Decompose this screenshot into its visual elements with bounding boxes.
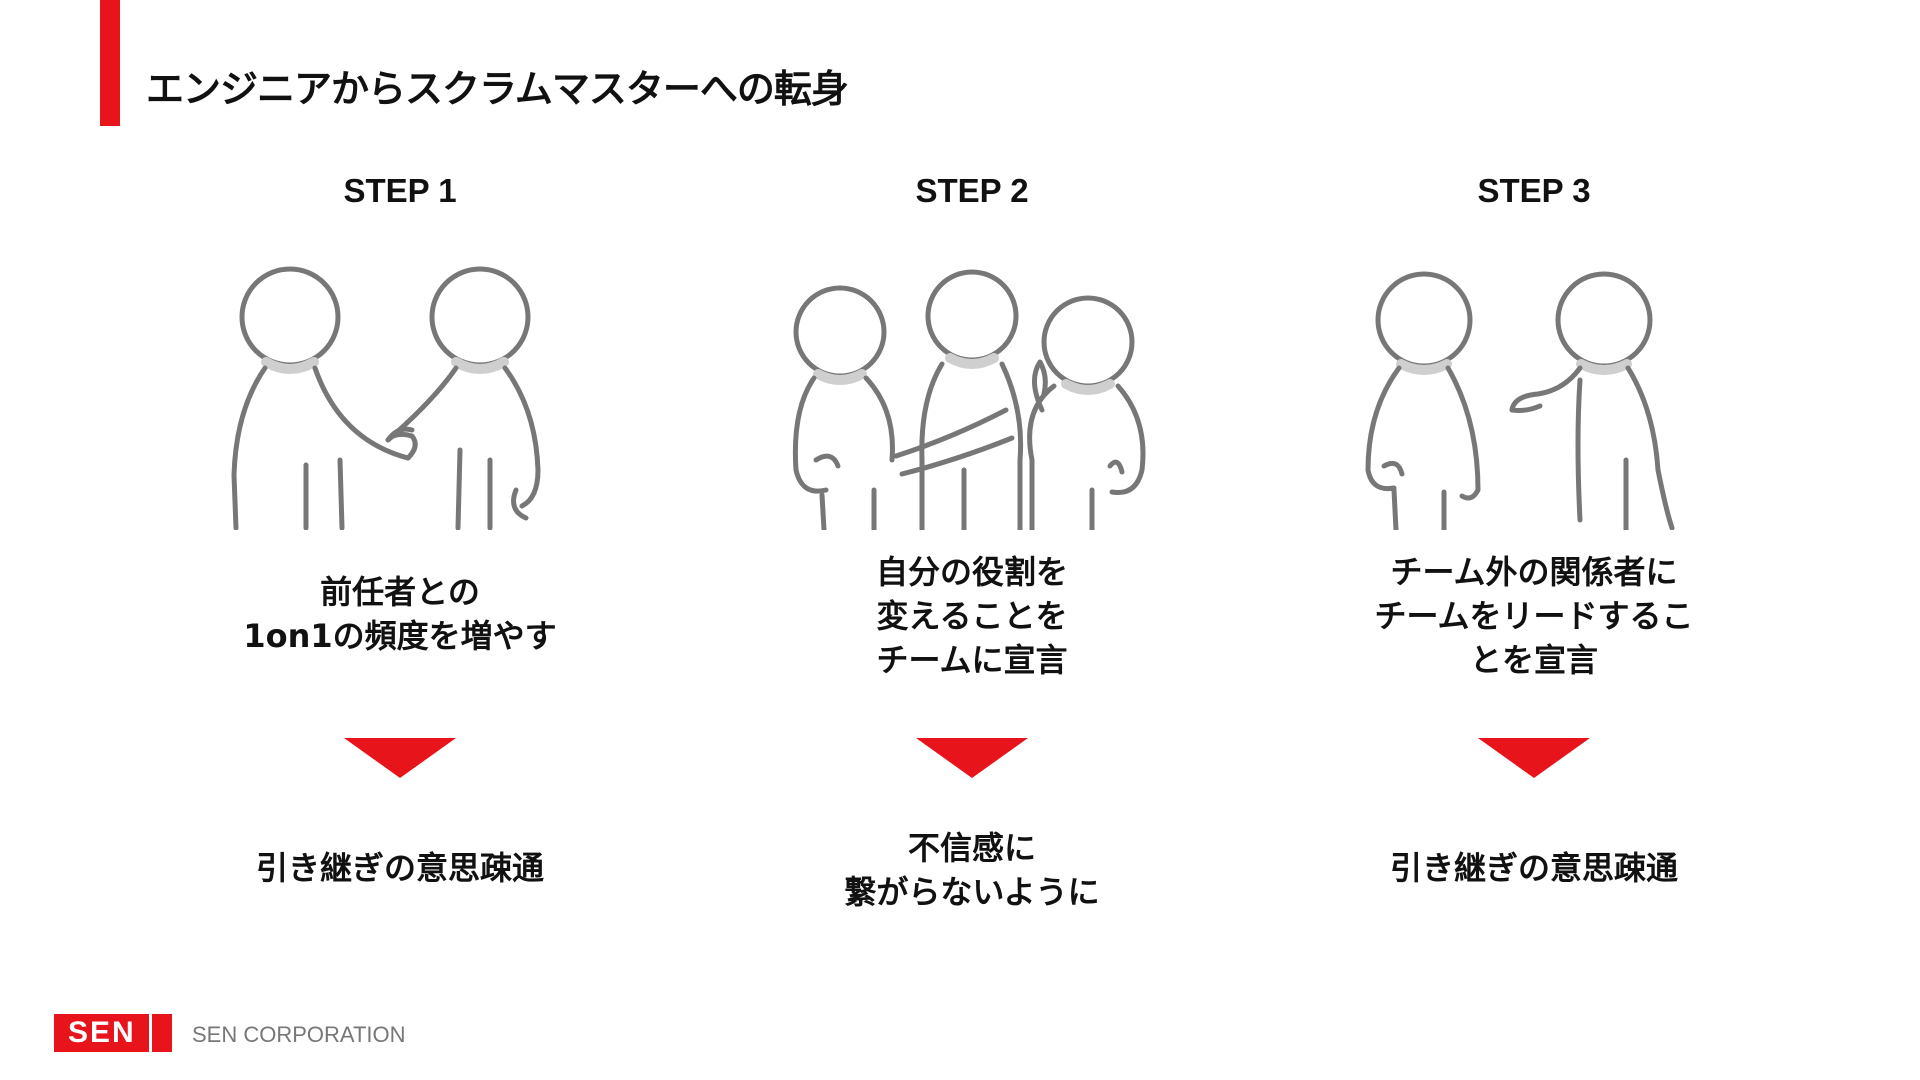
handshake-illustration bbox=[220, 260, 580, 530]
step-2-column: STEP 2 自分の役割を 変えることを チームに宣言 不信感に 繋がらないよう… bbox=[712, 160, 1232, 920]
logo-text: SEN bbox=[68, 1017, 136, 1049]
down-triangle-arrow-icon bbox=[344, 738, 456, 778]
company-logo: SEN bbox=[54, 1014, 172, 1052]
step-2-action: 自分の役割を 変えることを チームに宣言 bbox=[712, 550, 1232, 682]
step-3-column: STEP 3 チーム外の関係者に チームをリードするこ とを宣言 引き継ぎの意思… bbox=[1274, 160, 1794, 920]
step-3-label: STEP 3 bbox=[1274, 172, 1794, 210]
step-1-label: STEP 1 bbox=[140, 172, 660, 210]
step-3-result: 引き継ぎの意思疎通 bbox=[1274, 846, 1794, 890]
step-1-action: 前任者との 1on1の頻度を増やす bbox=[140, 570, 660, 658]
step-1-column: STEP 1 前任者との 1on1の頻度を増やす 引き継ぎの意思疎通 bbox=[140, 160, 660, 920]
page-title: エンジニアからスクラムマスターへの転身 bbox=[146, 58, 848, 113]
title-accent-bar bbox=[100, 0, 120, 126]
step-2-label: STEP 2 bbox=[712, 172, 1232, 210]
step-2-result: 不信感に 繋がらないように bbox=[712, 826, 1232, 914]
step-3-action: チーム外の関係者に チームをリードするこ とを宣言 bbox=[1274, 550, 1794, 682]
step-1-result: 引き継ぎの意思疎通 bbox=[140, 846, 660, 890]
down-triangle-arrow-icon bbox=[1478, 738, 1590, 778]
down-triangle-arrow-icon bbox=[916, 738, 1028, 778]
company-name: SEN CORPORATION bbox=[192, 1022, 406, 1048]
conversation-illustration bbox=[1354, 260, 1714, 530]
group-discussion-illustration bbox=[792, 260, 1152, 530]
